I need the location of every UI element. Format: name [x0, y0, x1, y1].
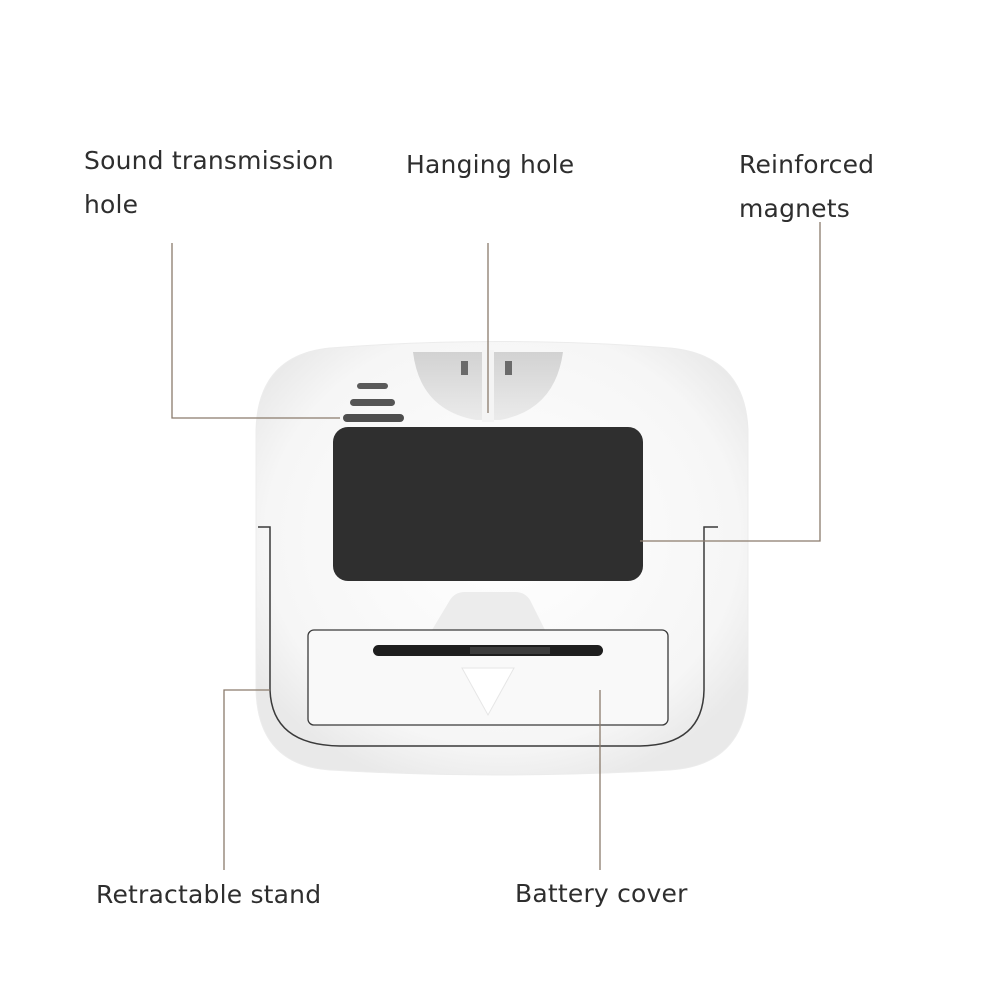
arrow-down-icon [461, 667, 515, 717]
label-hanging-hole: Hanging hole [406, 150, 575, 179]
leader-magnets [640, 222, 821, 542]
label-retractable-stand: Retractable stand [96, 880, 322, 909]
leader-stand [223, 689, 270, 870]
battery-cover [307, 629, 669, 726]
leader-lines [171, 222, 821, 870]
label-reinforced-magnets: Reinforced magnets [739, 143, 874, 231]
label-line: hole [84, 190, 139, 219]
retractable-stand-outline [258, 526, 718, 747]
leader-sound-hole [171, 243, 340, 419]
speaker-grille [343, 383, 404, 422]
stand-latch [432, 592, 545, 630]
label-line: magnets [739, 194, 850, 223]
label-sound-transmission-hole: Sound transmission hole [84, 139, 334, 227]
label-line: Sound transmission [84, 146, 334, 175]
magnet-panel [333, 427, 643, 581]
label-line: Reinforced [739, 150, 875, 179]
label-battery-cover: Battery cover [515, 879, 688, 908]
